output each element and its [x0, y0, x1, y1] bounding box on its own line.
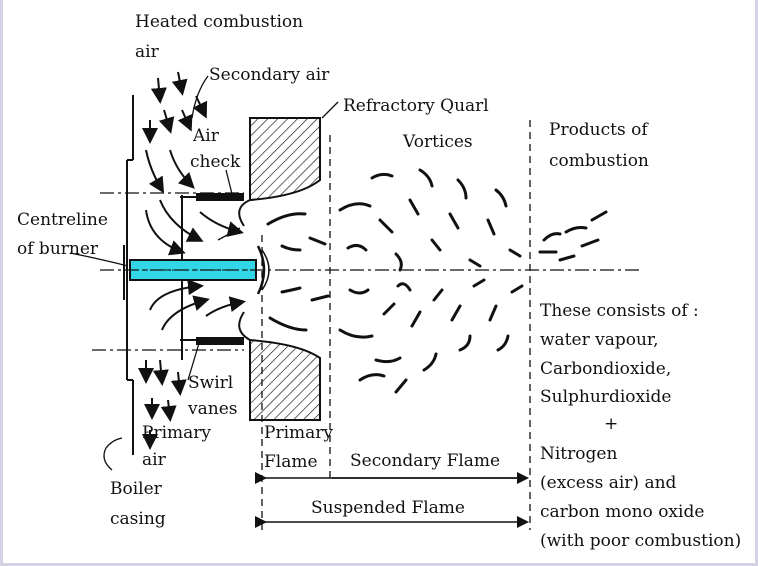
left-border [0, 0, 3, 566]
label-swirl-1: Swirl [188, 373, 233, 393]
label-boiler-2: casing [110, 509, 166, 529]
label-consists-plus: + [604, 414, 618, 434]
right-border [755, 0, 758, 566]
label-suspended-flame: Suspended Flame [311, 498, 465, 518]
label-consists-7: carbon mono oxide [540, 502, 704, 522]
label-air-check-1: Air [192, 126, 220, 146]
label-boiler-1: Boiler [110, 479, 163, 499]
label-products-1: Products of [549, 120, 649, 140]
label-consists-2: water vapour, [540, 330, 659, 350]
label-leader-lines [69, 75, 339, 471]
refractory-quarl-lower [249, 338, 321, 421]
label-primary-flame-2: Flame [264, 452, 318, 472]
label-consists-6: (excess air) and [540, 473, 677, 493]
air-check-plates [196, 193, 244, 345]
bottom-border [0, 563, 758, 566]
label-heated-air-2: air [135, 42, 160, 62]
label-swirl-2: vanes [187, 399, 237, 419]
label-heated-air-1: Heated combustion [135, 12, 303, 32]
label-primary-flame-1: Primary [264, 423, 333, 443]
label-products-2: combustion [549, 151, 649, 171]
label-consists-4: Sulphurdioxide [540, 387, 671, 407]
label-refractory-quarl: Refractory Quarl [343, 96, 489, 116]
label-secondary-flame: Secondary Flame [350, 451, 500, 471]
label-centreline-1: Centreline [17, 210, 108, 230]
label-consists-3: Carbondioxide, [540, 359, 671, 379]
label-consists-8: (with poor combustion) [540, 531, 741, 551]
flame-vortex-strokes [266, 168, 608, 394]
label-primary-air-2: air [142, 450, 167, 470]
label-air-check-2: check [190, 152, 241, 172]
label-vortices: Vortices [402, 132, 473, 152]
label-consists-5: Nitrogen [540, 444, 617, 464]
label-secondary-air: Secondary air [209, 65, 330, 85]
combustion-air-flow-arrows [138, 71, 246, 450]
refractory-quarl-upper [249, 117, 321, 202]
flame-extent-arrows [255, 472, 529, 528]
label-centreline-2: of burner [17, 239, 99, 259]
label-consists-1: These consists of : [540, 301, 699, 321]
label-primary-air-1: Primary [142, 423, 211, 443]
